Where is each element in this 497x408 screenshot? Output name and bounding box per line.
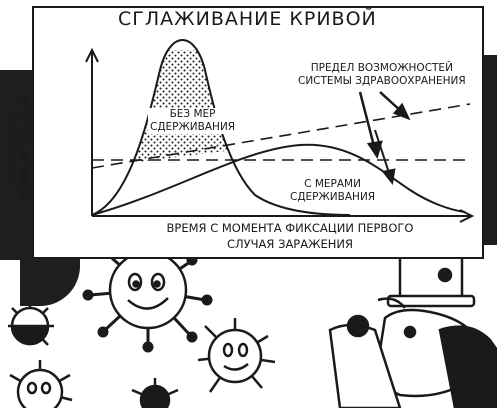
virus-character-icon — [197, 318, 276, 393]
label-with-measures-line1: с мерами — [304, 178, 361, 190]
virus-character-icon — [8, 302, 54, 346]
y-axis-arrow — [85, 47, 99, 63]
y-axis-label-line2: инфицированных — [19, 93, 31, 203]
label-no-measures: без мер сдерживания — [148, 108, 238, 134]
label-with-measures: с мерами сдерживания — [290, 178, 375, 204]
y-axis-label-line1: количество — [6, 110, 18, 186]
label-no-measures-line1: без мер — [169, 108, 216, 120]
label-capacity-line1: предел возможностей — [310, 62, 453, 74]
label-capacity: предел возможностей системы здравоохране… — [298, 62, 466, 88]
capacity-line-rising — [91, 103, 471, 169]
label-with-measures-line2: сдерживания — [290, 191, 376, 203]
pointer-arrow — [358, 91, 377, 151]
virus-character-icon — [9, 360, 73, 408]
label-capacity-line2: системы здравоохранения — [298, 75, 466, 87]
chart-title: сглаживание кривой — [118, 8, 377, 30]
x-axis-label-line1: время с момента фиксации первого — [166, 221, 414, 235]
virus-character-icon — [131, 378, 179, 408]
x-axis-label: время с момента фиксации первого случая … — [140, 220, 440, 252]
doctor-character-icon — [328, 242, 497, 408]
pointer-arrow — [374, 129, 391, 177]
x-axis-label-line2: случая заражения — [226, 237, 354, 251]
label-no-measures-line2: сдерживания — [150, 121, 236, 133]
curve-with-measures — [91, 143, 466, 216]
